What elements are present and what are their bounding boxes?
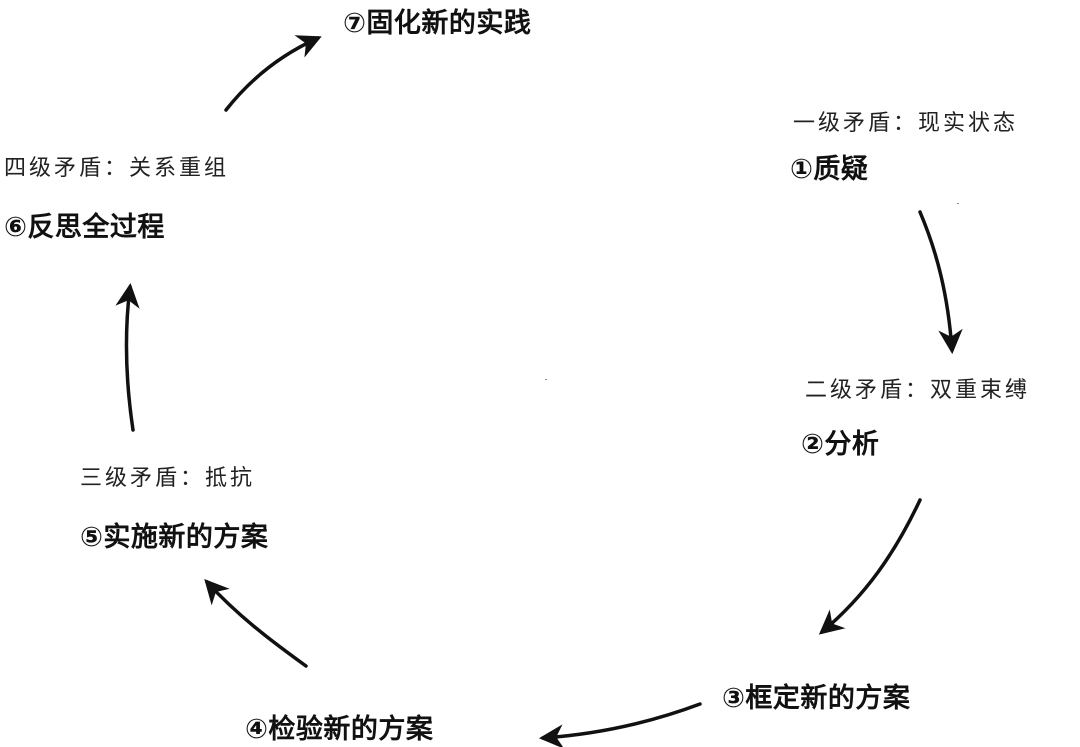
arrow-3-to-4	[538, 702, 702, 747]
arrow-2-to-3	[818, 498, 922, 635]
level-2-label: 二级矛盾：双重束缚	[805, 378, 1031, 403]
scan-speck	[545, 379, 547, 380]
level-1-label: 一级矛盾：现实状态	[793, 111, 1019, 136]
step-6-label: ⑥反思全过程	[4, 212, 165, 243]
step-4-label: ④检验新的方案	[245, 714, 434, 745]
arrow-6-to-7	[224, 35, 322, 112]
arrow-4-to-5	[204, 578, 308, 668]
step-2-label: ②分析	[801, 429, 880, 460]
scan-speck	[957, 203, 959, 204]
step-1-label: ①质疑	[790, 154, 869, 185]
step-5-label: ⑤实施新的方案	[80, 522, 269, 553]
arrow-1-to-2	[918, 210, 963, 355]
step-3-label: ③框定新的方案	[722, 683, 911, 714]
level-4-label: 四级矛盾：关系重组	[4, 156, 230, 181]
level-3-label: 三级矛盾：抵抗	[80, 466, 256, 491]
step-7-label: ⑦固化新的实践	[343, 8, 532, 39]
arrow-5-to-6	[115, 282, 140, 432]
